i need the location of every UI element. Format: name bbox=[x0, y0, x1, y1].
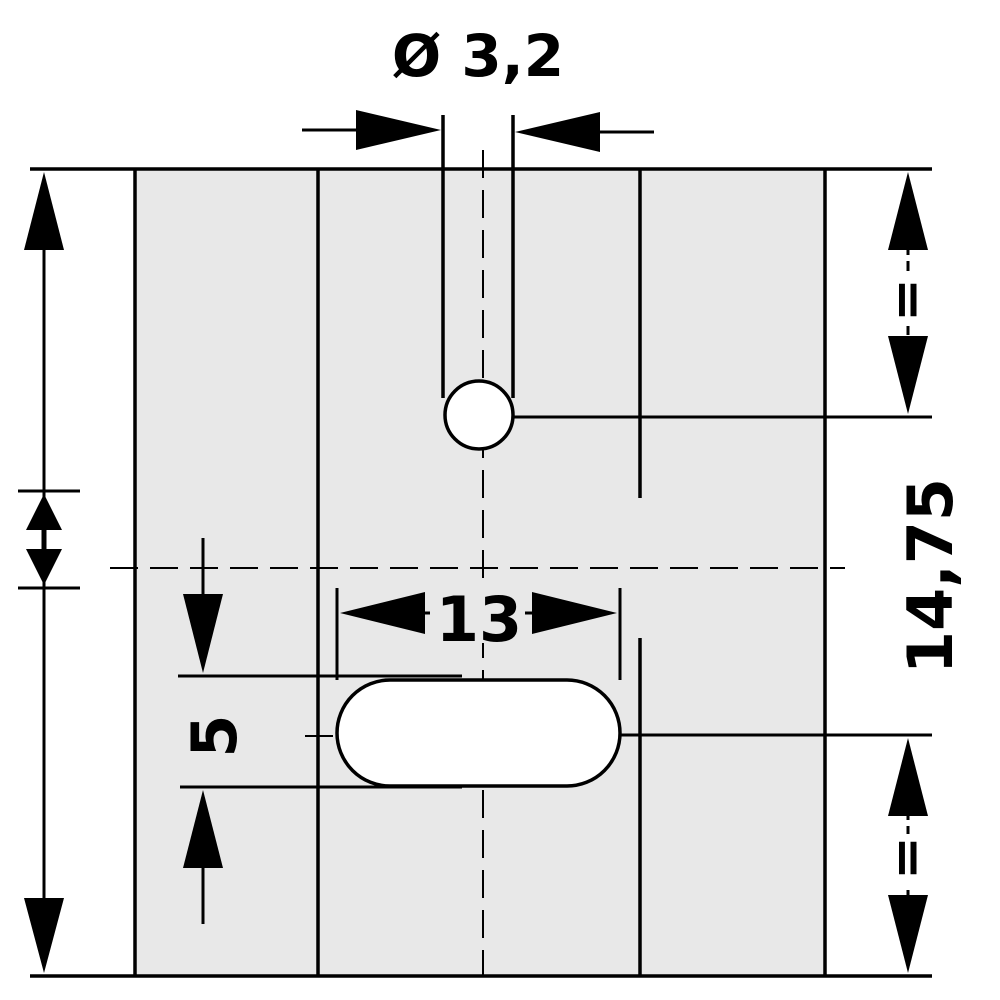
slot-length-label-bg bbox=[440, 585, 518, 643]
right-extension-lines bbox=[513, 415, 932, 737]
left-dimension-arrows bbox=[24, 172, 64, 973]
slot-length-dimension bbox=[340, 592, 617, 634]
slot-width-dimension bbox=[183, 538, 223, 924]
slot-width-label: 5 bbox=[178, 714, 251, 757]
equal-lower-label-bg bbox=[890, 834, 926, 884]
equal-upper-label: = bbox=[877, 278, 937, 322]
right-lower-dimension bbox=[888, 738, 928, 973]
hole-dimension-lines bbox=[302, 128, 654, 134]
hole-circle bbox=[443, 379, 515, 451]
slot bbox=[335, 678, 622, 788]
slot-extension-lines bbox=[178, 588, 622, 789]
hole-diameter-label: Ø 3,2 bbox=[392, 22, 564, 90]
hole-dimension-arrows bbox=[356, 110, 600, 152]
slot-length-label: 13 bbox=[436, 583, 522, 656]
panel-background bbox=[135, 170, 825, 976]
equal-upper-label-bg bbox=[890, 276, 926, 326]
interior-lines bbox=[316, 170, 642, 976]
total-offset-label: 14,75 bbox=[894, 478, 967, 674]
hole-channel bbox=[441, 115, 515, 398]
equal-lower-label: = bbox=[877, 836, 937, 880]
panel-outline bbox=[30, 167, 932, 978]
